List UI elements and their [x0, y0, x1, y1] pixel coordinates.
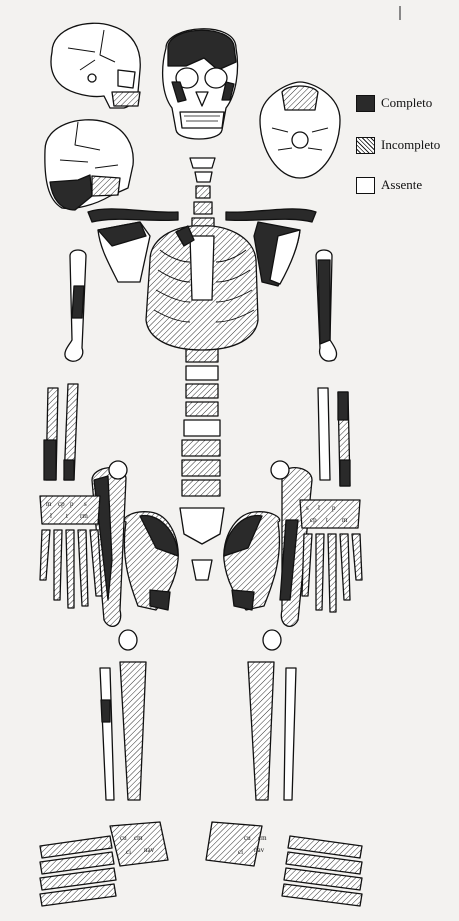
carpal-label: l: [318, 504, 320, 512]
legend-label-complete: Completo: [381, 95, 432, 111]
rib-cage: [146, 226, 258, 350]
carpal-label: p: [332, 504, 336, 512]
carpal-label: l: [50, 512, 52, 520]
tarsal-label: ci: [238, 848, 243, 856]
carpal-label: m: [342, 516, 348, 524]
carpal-label: m: [46, 500, 52, 508]
carpal-label: s: [306, 504, 309, 512]
tarsal-label: ci: [126, 848, 131, 856]
patella-right: [119, 630, 137, 650]
carpal-label: t: [66, 512, 68, 520]
legend-item-incomplete: Incompleto: [356, 134, 440, 156]
legend-item-complete: Completo: [356, 92, 432, 114]
carpal-label: cp: [310, 516, 317, 524]
tarsal-label: cu: [120, 834, 127, 842]
legend-label-absent: Assente: [381, 177, 422, 193]
legend-label-incomplete: Incompleto: [381, 137, 440, 153]
legend-swatch-complete: [356, 95, 375, 112]
tarsal-label: nav: [144, 846, 155, 854]
ulna-left: [318, 388, 330, 480]
tarsal-label: cm: [258, 834, 267, 842]
legend-swatch-incomplete: [356, 137, 375, 154]
patella-left: [263, 630, 281, 650]
carpal-label: p: [70, 500, 74, 508]
legend-swatch-absent: [356, 177, 375, 194]
carpal-label: rm: [80, 512, 88, 520]
carpal-label: s: [84, 500, 87, 508]
tarsal-label: cm: [134, 834, 143, 842]
legend-item-absent: Assente: [356, 174, 422, 196]
carpal-label: cp: [58, 500, 65, 508]
carpal-label: t: [326, 516, 328, 524]
tarsal-label: cu: [244, 834, 251, 842]
tarsal-label: nav: [254, 846, 265, 854]
